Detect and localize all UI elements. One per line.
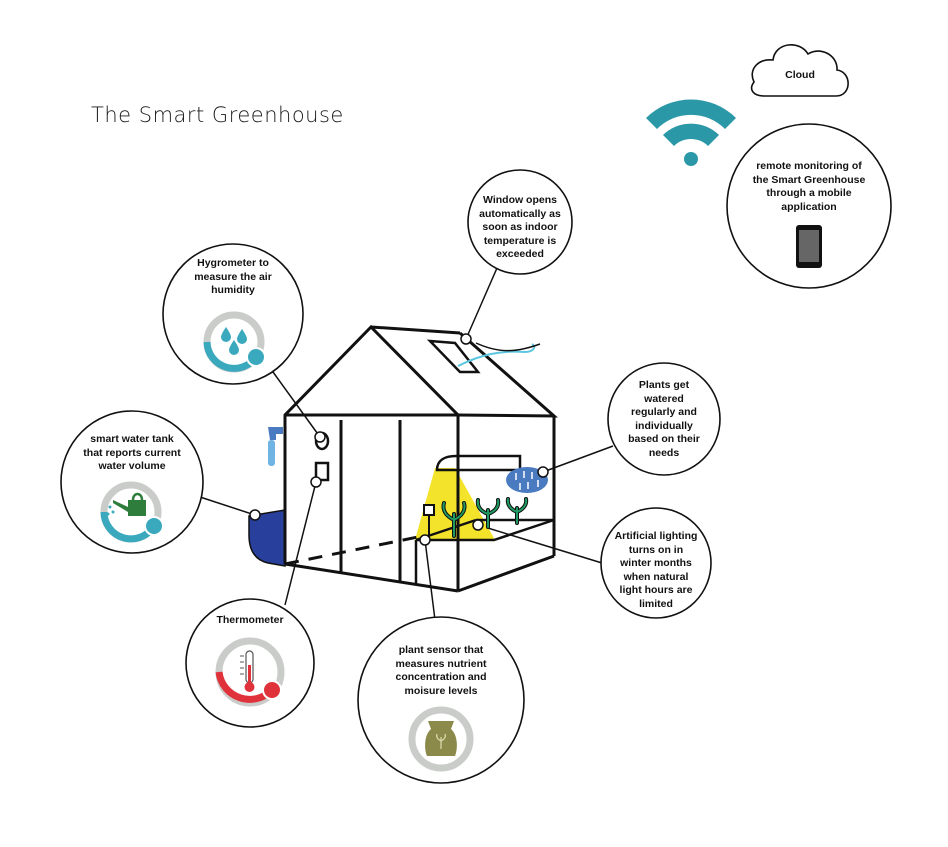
- watering-can-icon: [100, 481, 164, 543]
- faucet: [268, 427, 283, 440]
- connector-endpoints: [249, 333, 549, 546]
- plants-highlight: [442, 498, 528, 537]
- connector-lighting: [477, 524, 603, 564]
- plant-sensor-callout-circle: [357, 616, 525, 784]
- plant-sensor-label: plant sensor that measures nutrient conc…: [395, 644, 487, 697]
- connector-plant-sensor: [424, 539, 436, 621]
- thermometer-icon: [215, 637, 285, 707]
- window-callout-circle: [467, 169, 573, 275]
- greenhouse: [248, 324, 559, 593]
- plant-sensor-device: [423, 504, 435, 516]
- cloud-icon: [750, 44, 849, 97]
- water-drops-icon: [203, 311, 266, 373]
- water-tank: [248, 509, 286, 567]
- cloud-label: Cloud: [785, 69, 815, 81]
- remote-callout-circle: [726, 123, 892, 289]
- lighting-callout-circle: [600, 507, 712, 619]
- plants-watered-label: Plants get watered regularly and individ…: [628, 379, 700, 459]
- greenhouse-floor: [284, 535, 419, 566]
- wifi-icon: [646, 99, 736, 166]
- hygrometer-label: Hygrometer to measure the air humidity: [194, 257, 272, 296]
- window-label: Window opens automatically as soon as in…: [479, 194, 561, 260]
- connector-water-tank: [199, 496, 256, 516]
- connector-window: [465, 267, 498, 340]
- thermometer-label: Thermometer: [216, 614, 284, 626]
- window-open-arrow: [457, 343, 536, 367]
- water-stream: [268, 440, 275, 466]
- smartphone-icon: [796, 225, 822, 268]
- water-tank-label: smart water tank that reports current wa…: [83, 433, 181, 472]
- lighting-label: Artificial lighting turns on in winter m…: [614, 530, 698, 610]
- thermometer-device: [314, 461, 330, 482]
- connector-thermometer: [284, 481, 317, 606]
- soil-bag-icon: [408, 706, 474, 772]
- plants-watered-callout-circle: [607, 362, 721, 476]
- remote-monitoring-label: remote monitoring of the Smart Greenhous…: [752, 160, 866, 213]
- page-title: The Smart Greenhouse: [91, 103, 344, 127]
